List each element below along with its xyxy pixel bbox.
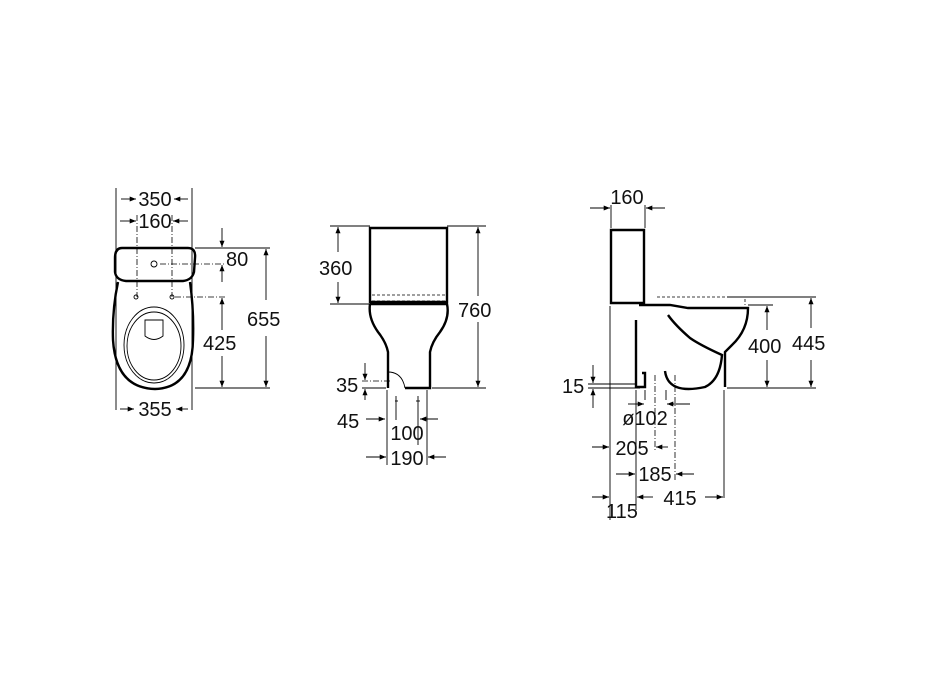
dim-outlet-diameter: ø102 bbox=[622, 408, 668, 430]
cistern-outline bbox=[113, 246, 197, 283]
dim-fixing-spacing: 160 bbox=[138, 211, 171, 233]
seat-hinge-cover bbox=[144, 319, 164, 340]
seat-outline bbox=[123, 306, 185, 384]
bowl-outline bbox=[111, 281, 195, 391]
dim-total-depth: 655 bbox=[247, 309, 280, 331]
dim-fixing-to-front: 425 bbox=[203, 333, 236, 355]
dim-outlet-height: 15 bbox=[562, 376, 584, 398]
dim-wall-gap: 115 bbox=[606, 501, 638, 523]
dim-width-top: 350 bbox=[138, 189, 171, 211]
dim-inlet-height: 35 bbox=[336, 375, 358, 397]
dim-outlet-to-wall: 205 bbox=[615, 438, 648, 460]
front-elevation: 360 760 35 45 100 190 bbox=[319, 225, 491, 470]
cistern-outline bbox=[609, 228, 646, 305]
pan-outline bbox=[368, 302, 449, 390]
dim-cistern-height: 360 bbox=[319, 258, 352, 280]
dim-width-bottom: 355 bbox=[138, 399, 171, 421]
side-view: 160 400 445 15 ø102 205 185 415 115 bbox=[562, 187, 825, 523]
dim-cistern-depth: 160 bbox=[610, 187, 643, 209]
inlet-detail bbox=[387, 371, 406, 389]
cistern-outline bbox=[368, 226, 449, 304]
pan-outline bbox=[634, 303, 750, 391]
top-view: 350 160 80 655 425 355 bbox=[111, 188, 280, 421]
dim-inlet-offset: 45 bbox=[337, 411, 359, 433]
flush-button-icon bbox=[150, 260, 158, 268]
dim-base-width: 190 bbox=[390, 448, 423, 470]
dim-inlet-spacing: 100 bbox=[390, 423, 423, 445]
dim-fixing-offset: 80 bbox=[226, 249, 248, 271]
dim-seat-height: 400 bbox=[748, 336, 781, 358]
dim-total-height: 760 bbox=[458, 300, 491, 322]
dim-base-length: 415 bbox=[663, 488, 696, 510]
dim-fixing-to-wall: 185 bbox=[638, 464, 671, 486]
dim-rim-height: 445 bbox=[792, 333, 825, 355]
